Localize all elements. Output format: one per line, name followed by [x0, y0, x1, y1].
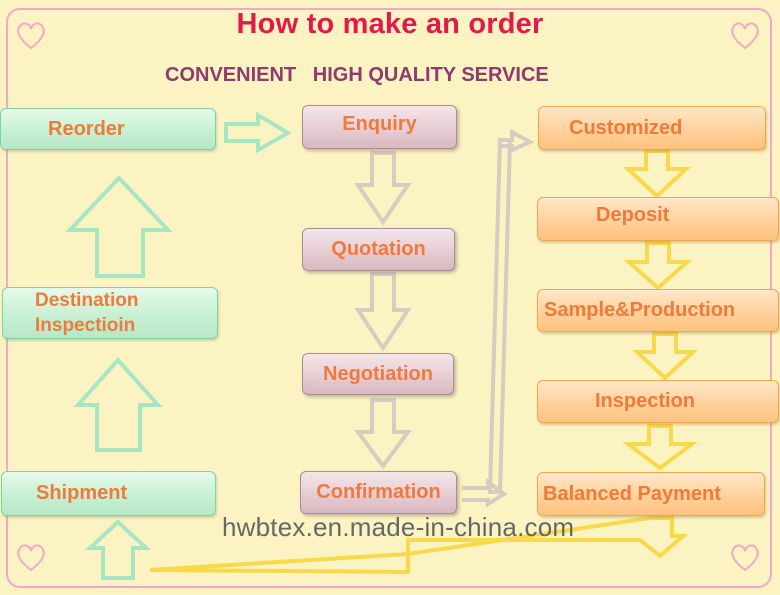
sample-production-label: Sample&Production: [544, 299, 736, 321]
quotation-label: Quotation: [331, 238, 426, 260]
destination-label-line1: Destination: [35, 290, 139, 311]
arrow-quotation-to-negotiation: [354, 272, 412, 352]
shipment-box: Shipment: [1, 471, 216, 516]
page-title: How to make an order: [236, 8, 544, 40]
sample-production-box: Sample&Production: [537, 289, 779, 332]
destination-inspection-box: Destination Inspectioin: [2, 287, 218, 339]
heart-icon: [14, 540, 48, 574]
arrow-destination-to-reorder: [65, 175, 173, 278]
heart-icon: [728, 18, 762, 52]
arrow-negotiation-to-confirmation: [354, 398, 412, 470]
arrow-sample-to-inspection: [631, 332, 699, 381]
heart-icon: [728, 540, 762, 574]
confirmation-label: Confirmation: [316, 481, 441, 503]
deposit-label: Deposit: [596, 204, 670, 226]
quotation-box: Quotation: [302, 228, 455, 271]
enquiry-box: Enquiry: [302, 105, 457, 149]
reorder-box: Reorder: [0, 108, 216, 150]
negotiation-label: Negotiation: [323, 362, 433, 385]
page-subtitle: CONVENIENT HIGH QUALITY SERVICE: [165, 64, 549, 86]
balanced-payment-box: Balanced Payment: [537, 472, 765, 516]
confirmation-box: Confirmation: [300, 471, 457, 514]
reorder-label: Reorder: [48, 117, 125, 140]
customized-label: Customized: [569, 116, 683, 139]
arrow-inspection-to-payment: [622, 424, 698, 471]
arrow-payment-to-shipment: [149, 516, 689, 575]
enquiry-label: Enquiry: [342, 113, 417, 135]
shipment-label: Shipment: [36, 482, 128, 504]
arrow-deposit-to-sample: [623, 241, 693, 291]
heart-icon: [14, 18, 48, 52]
arrow-bottom-to-shipment: [84, 519, 152, 580]
arrow-shipment-to-destination: [73, 356, 163, 452]
deposit-box: Deposit: [537, 197, 779, 241]
customized-box: Customized: [538, 106, 766, 150]
arrow-confirmation-to-customized: [462, 478, 508, 508]
destination-label-line2: Inspectioin: [35, 315, 136, 336]
inspection-box: Inspection: [537, 380, 779, 423]
arrow-enquiry-to-quotation: [354, 151, 412, 226]
balanced-payment-label: Balanced Payment: [543, 482, 721, 505]
arrow-customized-to-deposit: [622, 149, 692, 199]
arrow-reorder-to-enquiry: [224, 111, 292, 154]
inspection-label: Inspection: [595, 390, 696, 412]
negotiation-box: Negotiation: [302, 353, 454, 395]
watermark: hwbtex.en.made-in-china.com: [222, 512, 575, 542]
